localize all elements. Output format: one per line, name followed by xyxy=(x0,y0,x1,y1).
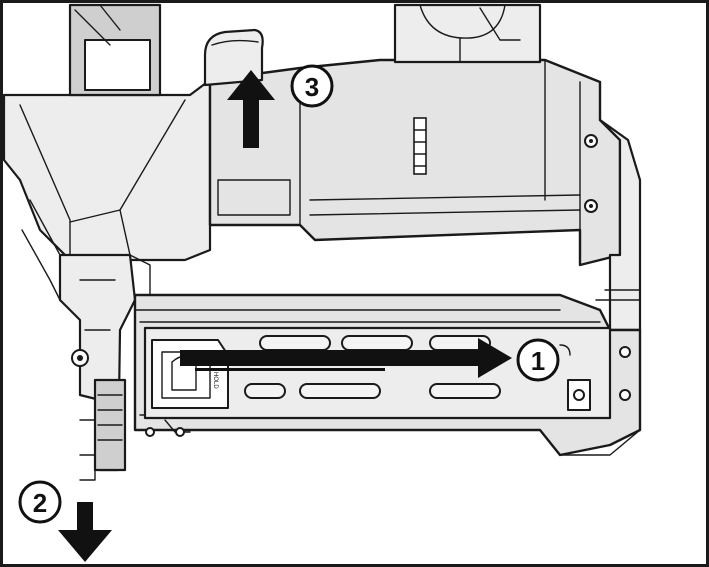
nose-guide xyxy=(21,199,151,481)
tool-upper-housing xyxy=(2,3,642,332)
callout-1: 1 xyxy=(516,338,560,382)
callout-1-number: 1 xyxy=(531,346,545,376)
arrow-3-up xyxy=(227,70,275,148)
magazine: HOLD xyxy=(133,293,642,457)
callout-2: 2 xyxy=(18,480,62,524)
arrow-2-down xyxy=(58,502,112,562)
callout-3: 3 xyxy=(290,64,334,108)
arrow-1-slide-right xyxy=(180,338,512,378)
callout-2-number: 2 xyxy=(33,488,47,518)
magazine-hold-label: HOLD xyxy=(212,372,218,389)
callout-3-number: 3 xyxy=(305,72,319,102)
